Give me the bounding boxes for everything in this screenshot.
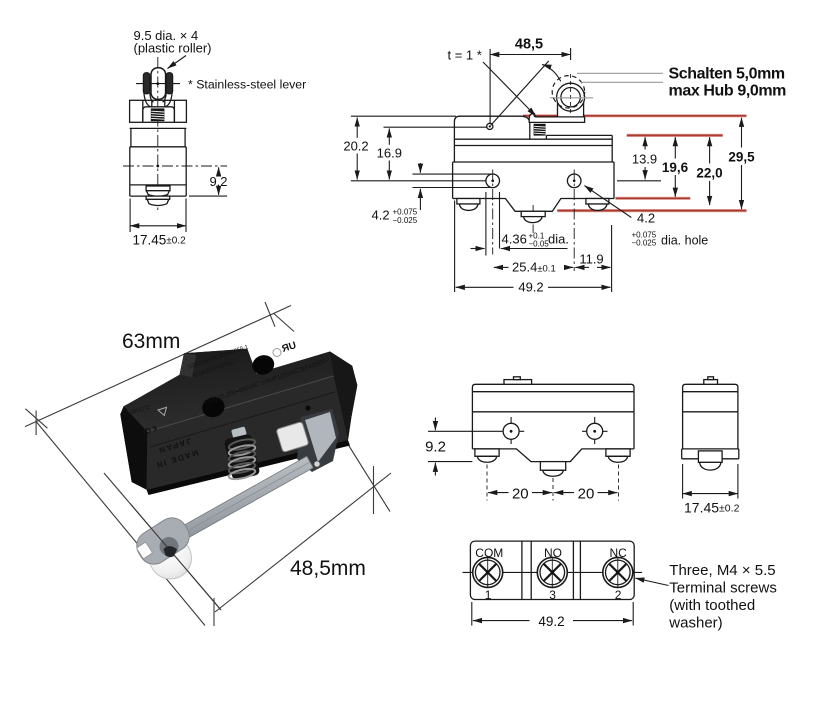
svg-text:4.36: 4.36 <box>502 232 527 247</box>
svg-text:9.5 dia. × 4: 9.5 dia. × 4 <box>134 28 199 43</box>
svg-text:2: 2 <box>615 588 622 602</box>
svg-text:3: 3 <box>549 588 556 602</box>
svg-text:20: 20 <box>578 485 595 502</box>
svg-text:4.2: 4.2 <box>372 208 390 223</box>
svg-text:17.45±0.2: 17.45±0.2 <box>684 499 740 515</box>
svg-text:9.2: 9.2 <box>209 174 227 189</box>
svg-text:9.2: 9.2 <box>425 439 446 456</box>
svg-text:Terminal screws: Terminal screws <box>669 580 777 597</box>
svg-text:25.4±0.1: 25.4±0.1 <box>512 260 556 275</box>
svg-text:48,5mm: 48,5mm <box>290 557 366 580</box>
svg-text:* Stainless-steel lever: * Stainless-steel lever <box>188 78 306 92</box>
svg-text:−0.025: −0.025 <box>632 239 657 248</box>
svg-text:48,5: 48,5 <box>515 37 543 53</box>
svg-text:16.9: 16.9 <box>377 145 402 160</box>
svg-text:20.2: 20.2 <box>343 139 368 154</box>
svg-text:11.9: 11.9 <box>579 251 603 266</box>
svg-text:17.45±0.2: 17.45±0.2 <box>133 233 187 248</box>
svg-text:NO: NO <box>544 546 562 560</box>
svg-text:dia. hole: dia. hole <box>661 234 708 248</box>
svg-text:1BCD7Z: 1BCD7Z <box>129 405 152 416</box>
svg-text:t = 1 *: t = 1 * <box>448 48 482 63</box>
svg-text:22,0: 22,0 <box>696 166 722 181</box>
svg-text:washer): washer) <box>668 615 722 632</box>
svg-text:+0.075: +0.075 <box>393 208 418 217</box>
svg-text:Three, M4 × 5.5: Three, M4 × 5.5 <box>669 562 775 579</box>
svg-text:−0.025: −0.025 <box>393 216 418 225</box>
svg-text:dia.: dia. <box>548 232 569 247</box>
svg-text:63mm: 63mm <box>122 330 180 353</box>
svg-text:max Hub 9,0mm: max Hub 9,0mm <box>669 82 787 99</box>
svg-text:4.2: 4.2 <box>637 211 655 226</box>
svg-text:Schalten 5,0mm: Schalten 5,0mm <box>669 65 785 82</box>
svg-text:+0.1: +0.1 <box>529 232 545 241</box>
svg-text:20: 20 <box>512 485 529 502</box>
svg-text:COM: COM <box>475 546 503 560</box>
svg-text:ЯU: ЯU <box>281 340 298 355</box>
svg-text:49.2: 49.2 <box>518 280 543 295</box>
svg-text:(with toothed: (with toothed <box>669 597 755 614</box>
svg-text:49.2: 49.2 <box>538 614 564 629</box>
svg-text:−0.05: −0.05 <box>529 240 550 249</box>
svg-text:NC: NC <box>610 546 628 560</box>
svg-text:29,5: 29,5 <box>728 149 755 164</box>
svg-text:13.9: 13.9 <box>632 152 657 167</box>
svg-text:+0.075: +0.075 <box>632 230 657 239</box>
svg-text:19,6: 19,6 <box>662 160 689 175</box>
svg-text:(plastic roller): (plastic roller) <box>134 41 212 56</box>
svg-text:1: 1 <box>485 588 492 602</box>
